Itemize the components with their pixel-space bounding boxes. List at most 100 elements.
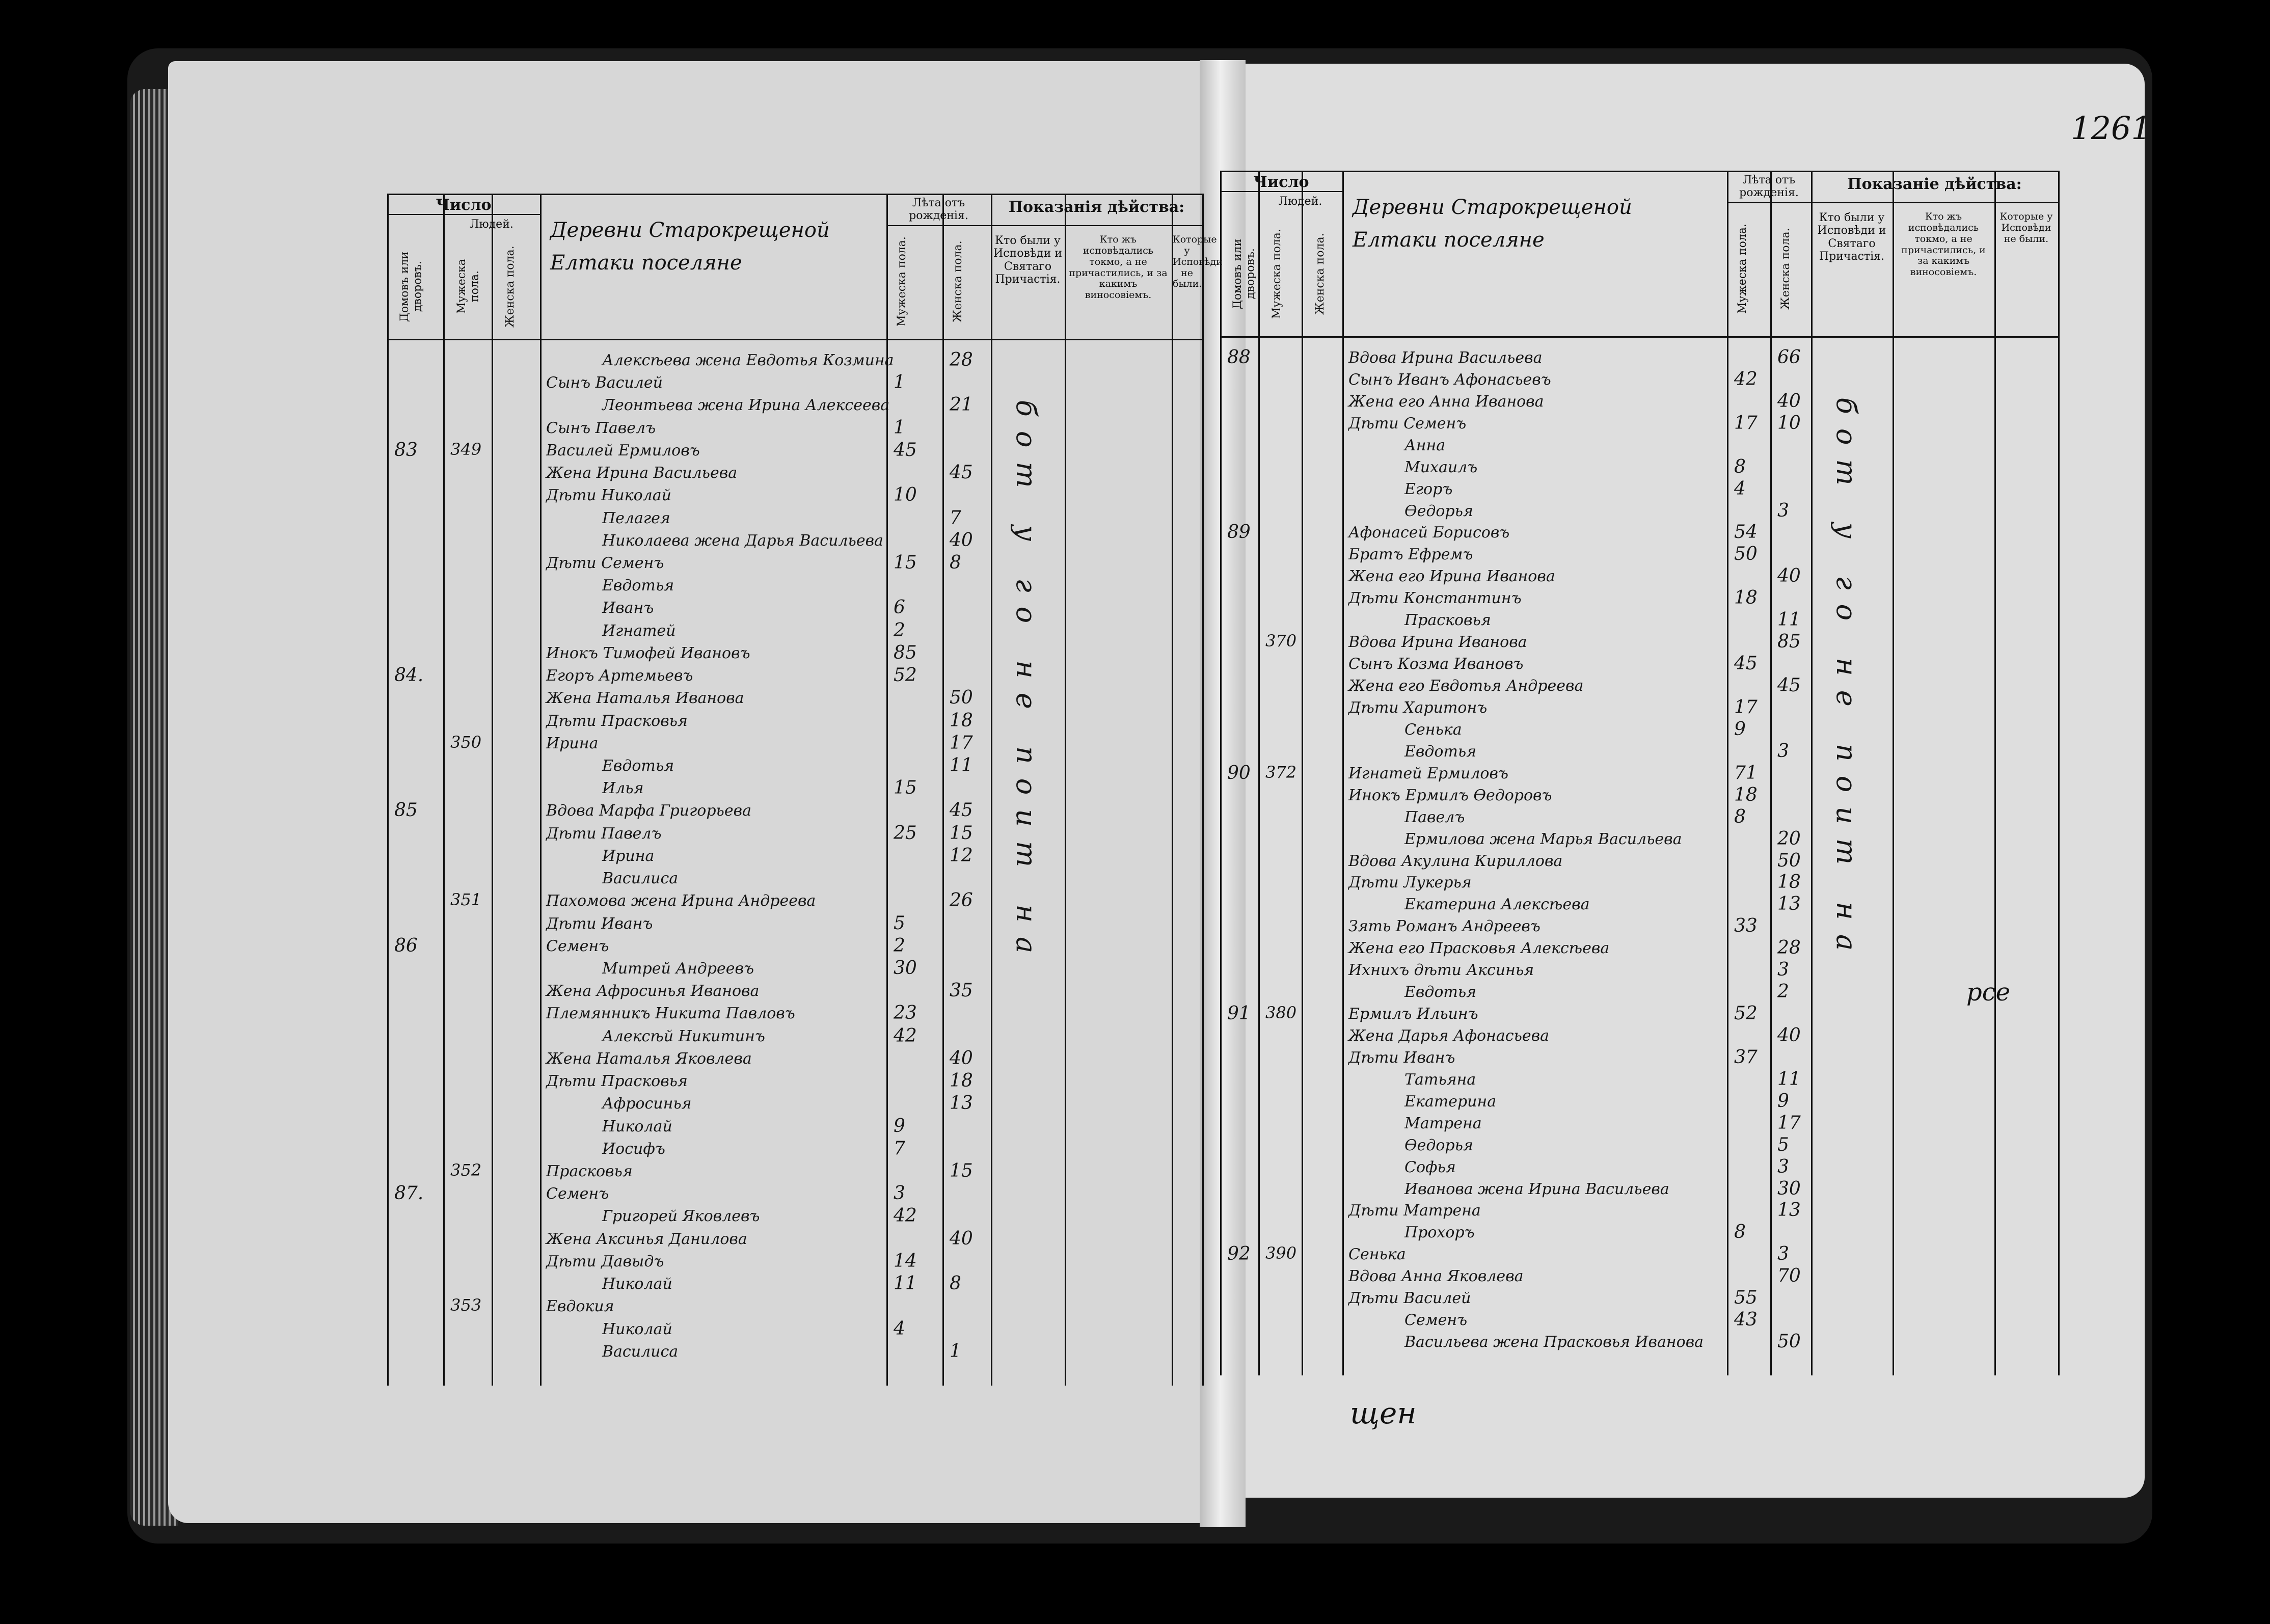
entry-name: Өедорья xyxy=(1404,502,1473,520)
entry-people-count: 350 xyxy=(450,732,482,752)
entry-age-female: 40 xyxy=(950,1047,973,1069)
entry-house-number: 87. xyxy=(394,1183,424,1204)
entry-age-female: 40 xyxy=(1777,390,1801,412)
header-leta: Лѣта отъ рожденія. xyxy=(1739,174,1799,200)
entry-age-female: 45 xyxy=(950,800,973,821)
header-muzh: Мужеска пола. xyxy=(455,259,481,314)
entry-age-female: 35 xyxy=(950,980,973,1002)
entry-name: Жена Наталья Иванова xyxy=(546,689,744,708)
entry-age-female: 17 xyxy=(1777,1112,1801,1133)
entry-age-female: 18 xyxy=(950,1070,973,1092)
entry-name: Сенька xyxy=(1348,1246,1406,1264)
entry-people-count: 353 xyxy=(450,1295,482,1315)
entry-age-male: 6 xyxy=(894,597,905,618)
column-rule xyxy=(443,194,445,1386)
entry-name: Ермилова жена Марья Васильева xyxy=(1404,830,1682,848)
header-domov: Домовъ или дворовъ. xyxy=(398,251,424,322)
entry-name: Матрена xyxy=(1404,1114,1482,1132)
entry-name: Василей Ермиловъ xyxy=(546,441,700,459)
entry-name: Инокъ Тимофей Ивановъ xyxy=(546,644,750,662)
entry-name: Дѣти Николай xyxy=(546,486,671,505)
entry-age-female: 45 xyxy=(1777,675,1801,696)
table-subheader-rule-1 xyxy=(1220,191,1342,192)
column-rule xyxy=(540,194,542,1386)
entry-name: Николаева жена Дарья Васильева xyxy=(602,531,883,550)
section-title: Деревни Старокрещеной Елтаки поселяне xyxy=(1353,196,1632,252)
column-rule xyxy=(1302,171,1303,1375)
entry-age-female: 11 xyxy=(950,755,973,776)
entry-age-female: 10 xyxy=(1777,412,1801,434)
entry-name: Семенъ xyxy=(546,937,609,955)
column-rule xyxy=(1727,171,1728,1375)
entry-name: Вдова Ирина Васильева xyxy=(1348,349,1543,367)
entry-name: Жена Дарья Афонасьева xyxy=(1348,1026,1549,1045)
entry-age-female: 28 xyxy=(950,349,973,370)
page-number: 1261 xyxy=(2071,110,2151,147)
entry-age-male: 42 xyxy=(894,1205,917,1227)
entry-name: Дѣти Василей xyxy=(1348,1289,1471,1308)
header-leta: Лѣта отъ рожденія. xyxy=(909,197,968,223)
column-rule xyxy=(1172,194,1173,1386)
entry-age-male: 4 xyxy=(894,1318,905,1339)
entry-age-male: 14 xyxy=(894,1250,917,1271)
entry-age-male: 85 xyxy=(894,642,917,663)
header-kotorye: Которые у Исповѣди не были. xyxy=(1999,211,2053,245)
entry-age-male: 23 xyxy=(894,1003,917,1024)
confession-note: бот у го не поит на xyxy=(1010,400,1042,968)
entry-name: Прасковья xyxy=(546,1162,633,1180)
entry-name: Жена его Прасковья Алексѣева xyxy=(1348,939,1610,958)
entry-name: Дѣти Иванъ xyxy=(546,914,653,933)
entry-age-male: 52 xyxy=(894,665,917,686)
section-title: Деревни Старокрещеной Елтаки поселяне xyxy=(550,219,830,275)
left-page xyxy=(168,61,1223,1523)
entry-house-number: 86 xyxy=(394,935,418,956)
entry-age-male: 25 xyxy=(894,822,917,844)
entry-name: Ирина xyxy=(602,847,655,865)
entry-name: Евдотья xyxy=(602,757,674,775)
entry-house-number: 84. xyxy=(394,665,424,686)
table-header-rule xyxy=(387,339,1202,340)
entry-name: Николай xyxy=(602,1275,672,1293)
header-pokazaniya: Показанія дѣйства: xyxy=(1008,198,1185,216)
entry-name: Дѣти Прасковья xyxy=(546,1072,688,1091)
entry-house-number: 89 xyxy=(1227,522,1251,543)
entry-name: Софья xyxy=(1404,1158,1456,1176)
entry-name: Иванова жена Ирина Васильева xyxy=(1404,1180,1669,1198)
entry-name: Василиса xyxy=(602,870,679,888)
entry-age-male: 7 xyxy=(894,1138,905,1159)
header-kto-byli: Кто были у Исповѣди и Святаго Причастія. xyxy=(993,234,1062,286)
entry-house-number: 91 xyxy=(1227,1003,1251,1024)
column-rule xyxy=(1994,171,1996,1375)
entry-age-female: 28 xyxy=(1777,937,1801,959)
book-gutter xyxy=(1200,60,1246,1527)
entry-name: Пахомова жена Ирина Андреева xyxy=(546,892,816,910)
entry-name: Афонасей Борисовъ xyxy=(1348,524,1510,542)
entry-age-male: 30 xyxy=(894,958,917,979)
entry-people-count: 380 xyxy=(1265,1003,1297,1023)
entry-name: Евдотья xyxy=(1404,983,1477,1002)
entry-age-female: 1 xyxy=(950,1340,961,1362)
entry-age-female: 8 xyxy=(950,1273,961,1294)
entry-people-count: 352 xyxy=(450,1160,482,1180)
right-page xyxy=(1223,64,2145,1498)
header-pokazaniya: Показаніе дѣйства: xyxy=(1847,175,2022,193)
entry-age-male: 9 xyxy=(1734,718,1746,740)
entry-age-female: 85 xyxy=(1777,631,1801,653)
entry-people-count: 351 xyxy=(450,890,482,910)
entry-age-female: 40 xyxy=(950,529,973,551)
entry-age-male: 15 xyxy=(894,777,917,799)
entry-age-female: 40 xyxy=(950,1228,973,1249)
entry-age-female: 18 xyxy=(1777,872,1801,893)
entry-name: Екатерина xyxy=(1404,1092,1497,1111)
margin-note: рсе xyxy=(1966,978,2011,1007)
entry-name: Семенъ xyxy=(1404,1311,1468,1330)
entry-name: Сынъ Козма Ивановъ xyxy=(1348,655,1524,673)
header-kto-byli: Кто были у Исповѣди и Святаго Причастія. xyxy=(1817,211,1886,263)
entry-name: Вдова Акулина Кириллова xyxy=(1348,852,1563,870)
entry-name: Илья xyxy=(602,779,644,798)
entry-age-female: 3 xyxy=(1777,740,1789,762)
entry-age-male: 8 xyxy=(1734,1222,1746,1243)
entry-age-female: 13 xyxy=(950,1093,973,1114)
header-muzh: Мужеска пола. xyxy=(1271,229,1283,319)
column-rule xyxy=(1342,171,1344,1375)
